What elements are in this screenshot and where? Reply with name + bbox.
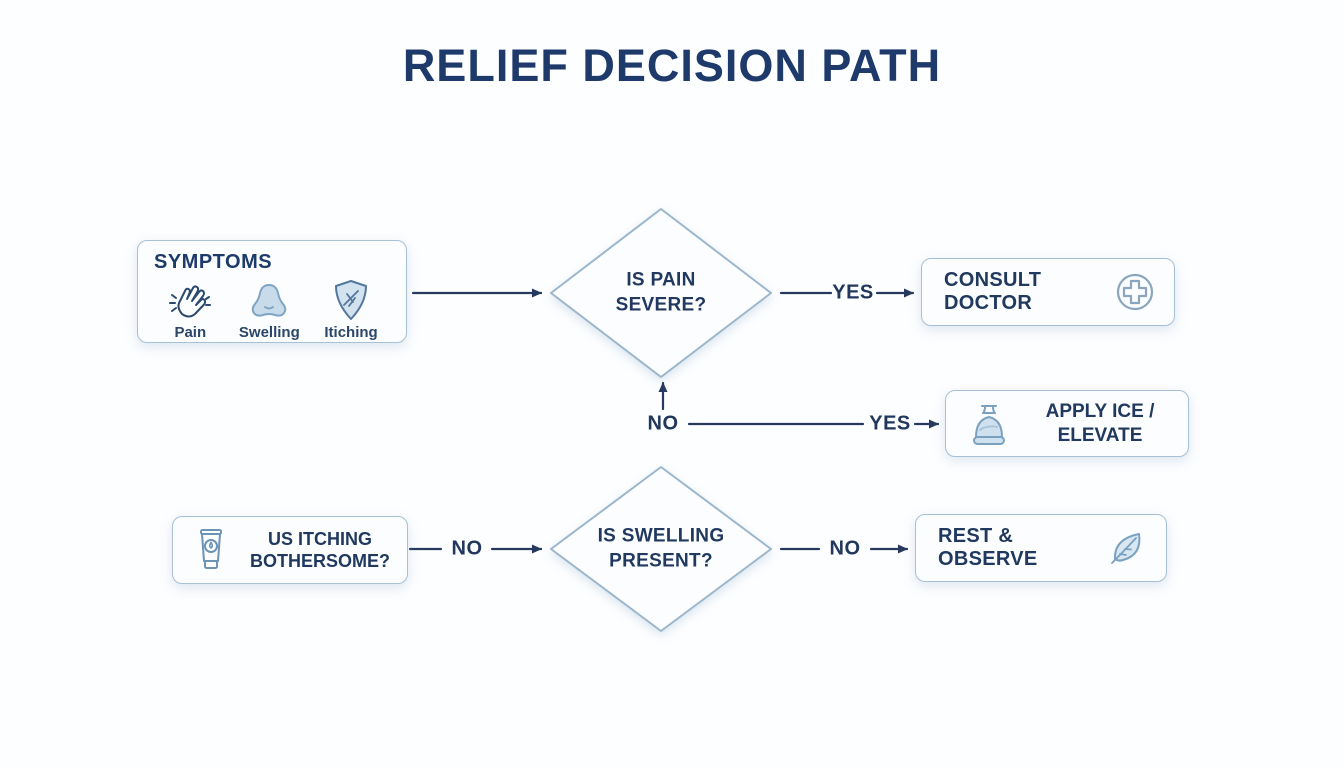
itching-question-label: US ITCHING BOTHERSOME?	[249, 528, 390, 572]
symptom-swelling: Swelling	[239, 280, 300, 341]
symptom-itching-label: Itiching	[324, 324, 378, 341]
ice-bag-icon	[973, 404, 1005, 445]
swelling-decision-label: IS SWELLING PRESENT?	[597, 525, 725, 571]
swelling-icon	[252, 284, 287, 317]
pain-hand-icon	[169, 285, 212, 318]
symptom-swelling-label: Swelling	[238, 324, 300, 341]
consult-doctor-box: CONSULT DOCTOR	[921, 258, 1175, 326]
symptoms-box: SYMPTOMS Pain	[137, 240, 407, 343]
pain-decision-label: IS PAIN SEVERE?	[615, 269, 707, 315]
rest-observe-label: REST & OBSERVE	[938, 525, 1038, 570]
apply-ice-label: APPLY ICE / ELEVATE	[1045, 400, 1155, 446]
itching-question-box: US ITCHING BOTHERSOME?	[172, 516, 408, 584]
medical-cross-icon	[1116, 273, 1154, 311]
itching-shield-icon	[335, 280, 368, 320]
rest-observe-box: REST & OBSERVE	[915, 514, 1167, 582]
consult-doctor-label: CONSULT DOCTOR	[944, 269, 1042, 314]
symptom-itching: Itiching	[324, 278, 378, 341]
page-title: RELIEF DECISION PATH	[402, 40, 942, 91]
pain-decision-diamond	[550, 208, 772, 378]
symptoms-title: SYMPTOMS	[154, 251, 273, 273]
symptoms-icon-row: Pain Swelling Itiching	[154, 278, 390, 341]
edge-label-pain-yes: YES	[832, 281, 874, 304]
edge-label-swelling-no: NO	[829, 537, 861, 560]
edge-label-ice-yes: YES	[869, 412, 911, 435]
leaf-icon	[1111, 533, 1141, 564]
symptom-pain-label: Pain	[174, 324, 207, 341]
edge-label-pain-no: NO	[647, 412, 679, 435]
edge-label-itching-no: NO	[451, 537, 483, 560]
symptom-pain: Pain	[166, 280, 214, 341]
ointment-tube-icon	[200, 529, 222, 569]
swelling-decision-diamond	[550, 466, 772, 632]
apply-ice-box: APPLY ICE / ELEVATE	[945, 390, 1189, 457]
